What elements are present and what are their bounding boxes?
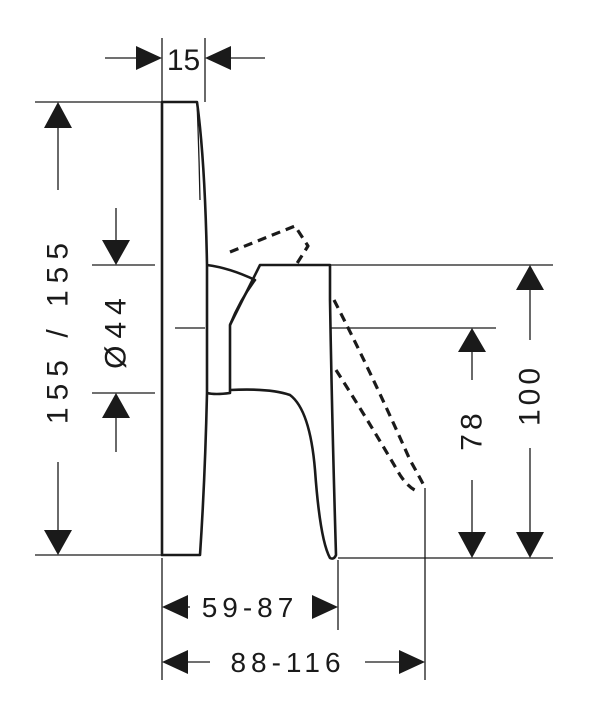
arrow-100-top [516, 265, 544, 290]
extension-lines [35, 38, 553, 680]
arrow-bore-top [102, 240, 130, 265]
dim-projection-long: 88-116 [230, 647, 345, 678]
handle-open-position [229, 224, 427, 494]
dimension-lines [57, 57, 531, 663]
arrow-short-left [162, 595, 188, 619]
arrow-100-bottom [516, 532, 544, 558]
dim-handle-lever-height: 78 [456, 409, 489, 450]
arrow-long-right [399, 650, 425, 674]
mixer-body [206, 263, 338, 560]
dim-plate-height: 155 / 155 [42, 236, 75, 424]
dim-plate-thickness: 15 [167, 44, 200, 77]
dim-bore-diameter: Ø44 [100, 291, 133, 369]
arrowheads [44, 46, 544, 674]
arrow-78-bottom [458, 532, 486, 558]
arrow-long-left [162, 650, 188, 674]
arrow-bore-bottom [102, 393, 130, 418]
arrow-15-right [205, 46, 231, 70]
arrow-15-left [136, 46, 162, 70]
arrow-short-right [312, 595, 338, 619]
arrow-height-top [44, 102, 72, 128]
arrow-78-top [458, 328, 486, 352]
dim-projection-short: 59-87 [202, 592, 299, 623]
arrow-height-bottom [44, 530, 72, 555]
dim-handle-height: 100 [514, 364, 547, 426]
